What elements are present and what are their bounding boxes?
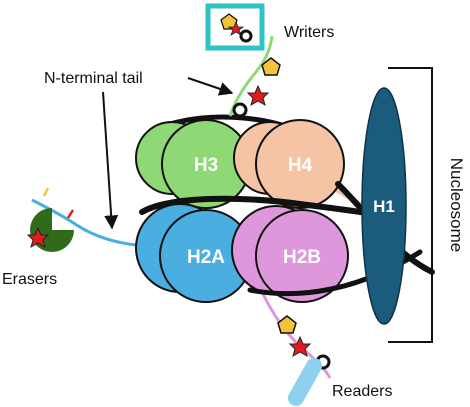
star-icon (246, 84, 270, 107)
label-h2b: H2B (283, 247, 321, 268)
star-icon (288, 335, 312, 358)
histone-h1 (361, 87, 407, 325)
readers-label: Readers (332, 383, 392, 400)
star-icon (26, 226, 50, 249)
ring-icon (232, 102, 248, 118)
dna-strand-middle (139, 195, 375, 217)
reader-icon (288, 358, 322, 406)
cut-mark (66, 209, 75, 219)
erasers-label: Erasers (2, 271, 57, 288)
writers-label: Writers (284, 24, 334, 41)
label-h2a: H2A (187, 247, 225, 268)
nucleosome-label: Nucleosome (447, 158, 466, 253)
pentagon-icon (220, 13, 238, 30)
arrow-icon (187, 77, 234, 96)
star-icon (227, 20, 245, 36)
label-h3: H3 (194, 155, 218, 176)
ring-icon (239, 29, 253, 43)
pentagon-icon (261, 57, 281, 76)
histone-h2b (255, 209, 349, 303)
h2a-tail (31, 198, 157, 248)
label-h1: H1 (373, 197, 395, 216)
h4-tail (228, 35, 274, 117)
arrow-icon (102, 91, 119, 230)
cut-mark (42, 187, 50, 197)
label-h4: H4 (288, 155, 313, 176)
n-terminal-tail-label: N-terminal tail (44, 70, 143, 87)
histone-h4 (255, 119, 345, 209)
pentagon-icon (277, 315, 297, 334)
bracket-icon (388, 67, 433, 343)
